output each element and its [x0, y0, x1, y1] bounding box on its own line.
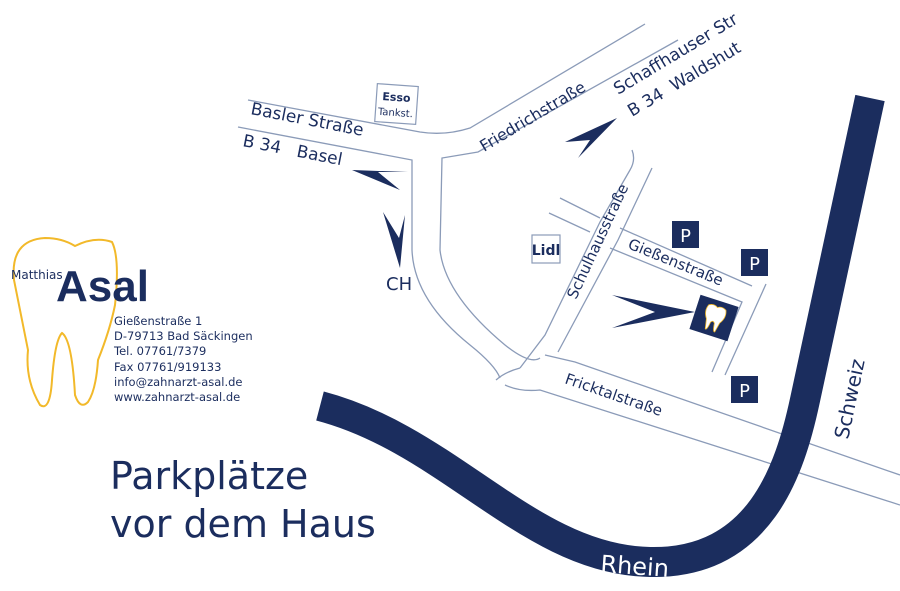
arrow-practice-icon	[612, 295, 695, 328]
label-schulhausstrasse: Schulhausstraße	[563, 181, 632, 302]
roads	[237, 23, 900, 506]
esso-sublabel: Tankst.	[376, 107, 413, 120]
headline-line1: Parkplätze	[110, 454, 309, 498]
parking-icon	[741, 249, 768, 276]
road-schulhaus-left	[519, 149, 635, 369]
parking-icon	[672, 221, 699, 248]
parking-label: P	[680, 226, 691, 247]
label-friedrichstrasse: Friedrichstraße	[476, 77, 589, 155]
headline-line2: vor dem Haus	[110, 502, 376, 546]
arrow-waldshut-icon	[565, 118, 617, 158]
arrow-ch-icon	[383, 212, 405, 268]
road-schulhaus-right	[557, 167, 653, 353]
lidl-label: Lidl	[532, 243, 561, 259]
label-ch: CH	[386, 274, 412, 295]
logo-first-name: Matthias	[11, 268, 63, 282]
headline: Parkplätze vor dem Haus	[110, 452, 376, 548]
contact-street: Gießenstraße 1	[114, 314, 203, 328]
roundabout	[495, 367, 521, 381]
road-fricktal-lower	[504, 384, 900, 506]
logo-last-name: Asal	[56, 262, 149, 311]
contact-fax: Fax 07761/919133	[114, 359, 222, 374]
parking-label: P	[749, 254, 760, 275]
contact-web[interactable]: www.zahnarzt-asal.de	[114, 390, 241, 405]
esso-label: Esso	[382, 90, 411, 105]
logo-tooth-outline	[12, 236, 118, 408]
road-east	[724, 283, 767, 376]
lidl-box	[531, 234, 561, 264]
parking-icon	[731, 376, 758, 403]
river-rhein	[316, 94, 885, 578]
road-friedrich-lower	[439, 39, 679, 361]
road-giessen-upper	[559, 197, 753, 287]
contact-tel: Tel. 07761/7379	[114, 344, 207, 359]
parking-label: P	[739, 381, 750, 402]
contact-block: Gießenstraße 1 D-79713 Bad Säckingen Tel…	[114, 314, 253, 405]
arrow-basel-icon	[352, 170, 408, 190]
label-rhein-overlay: Rhein	[600, 550, 670, 583]
label-schweiz: Schweiz	[829, 357, 869, 441]
contact-email[interactable]: info@zahnarzt-asal.de	[114, 374, 243, 389]
tooth-icon	[704, 304, 727, 333]
road-giessen-lower	[548, 212, 743, 373]
esso-marker: Esso Tankst.	[374, 83, 419, 126]
parking-markers: P P P	[672, 221, 768, 403]
practice-marker	[689, 294, 739, 342]
label-fricktalstrasse: Fricktalstraße	[563, 370, 665, 420]
contact-city: D-79713 Bad Säckingen	[114, 329, 253, 344]
road-basler-lower	[237, 126, 501, 379]
road-basler-friedrich-upper	[247, 23, 646, 134]
